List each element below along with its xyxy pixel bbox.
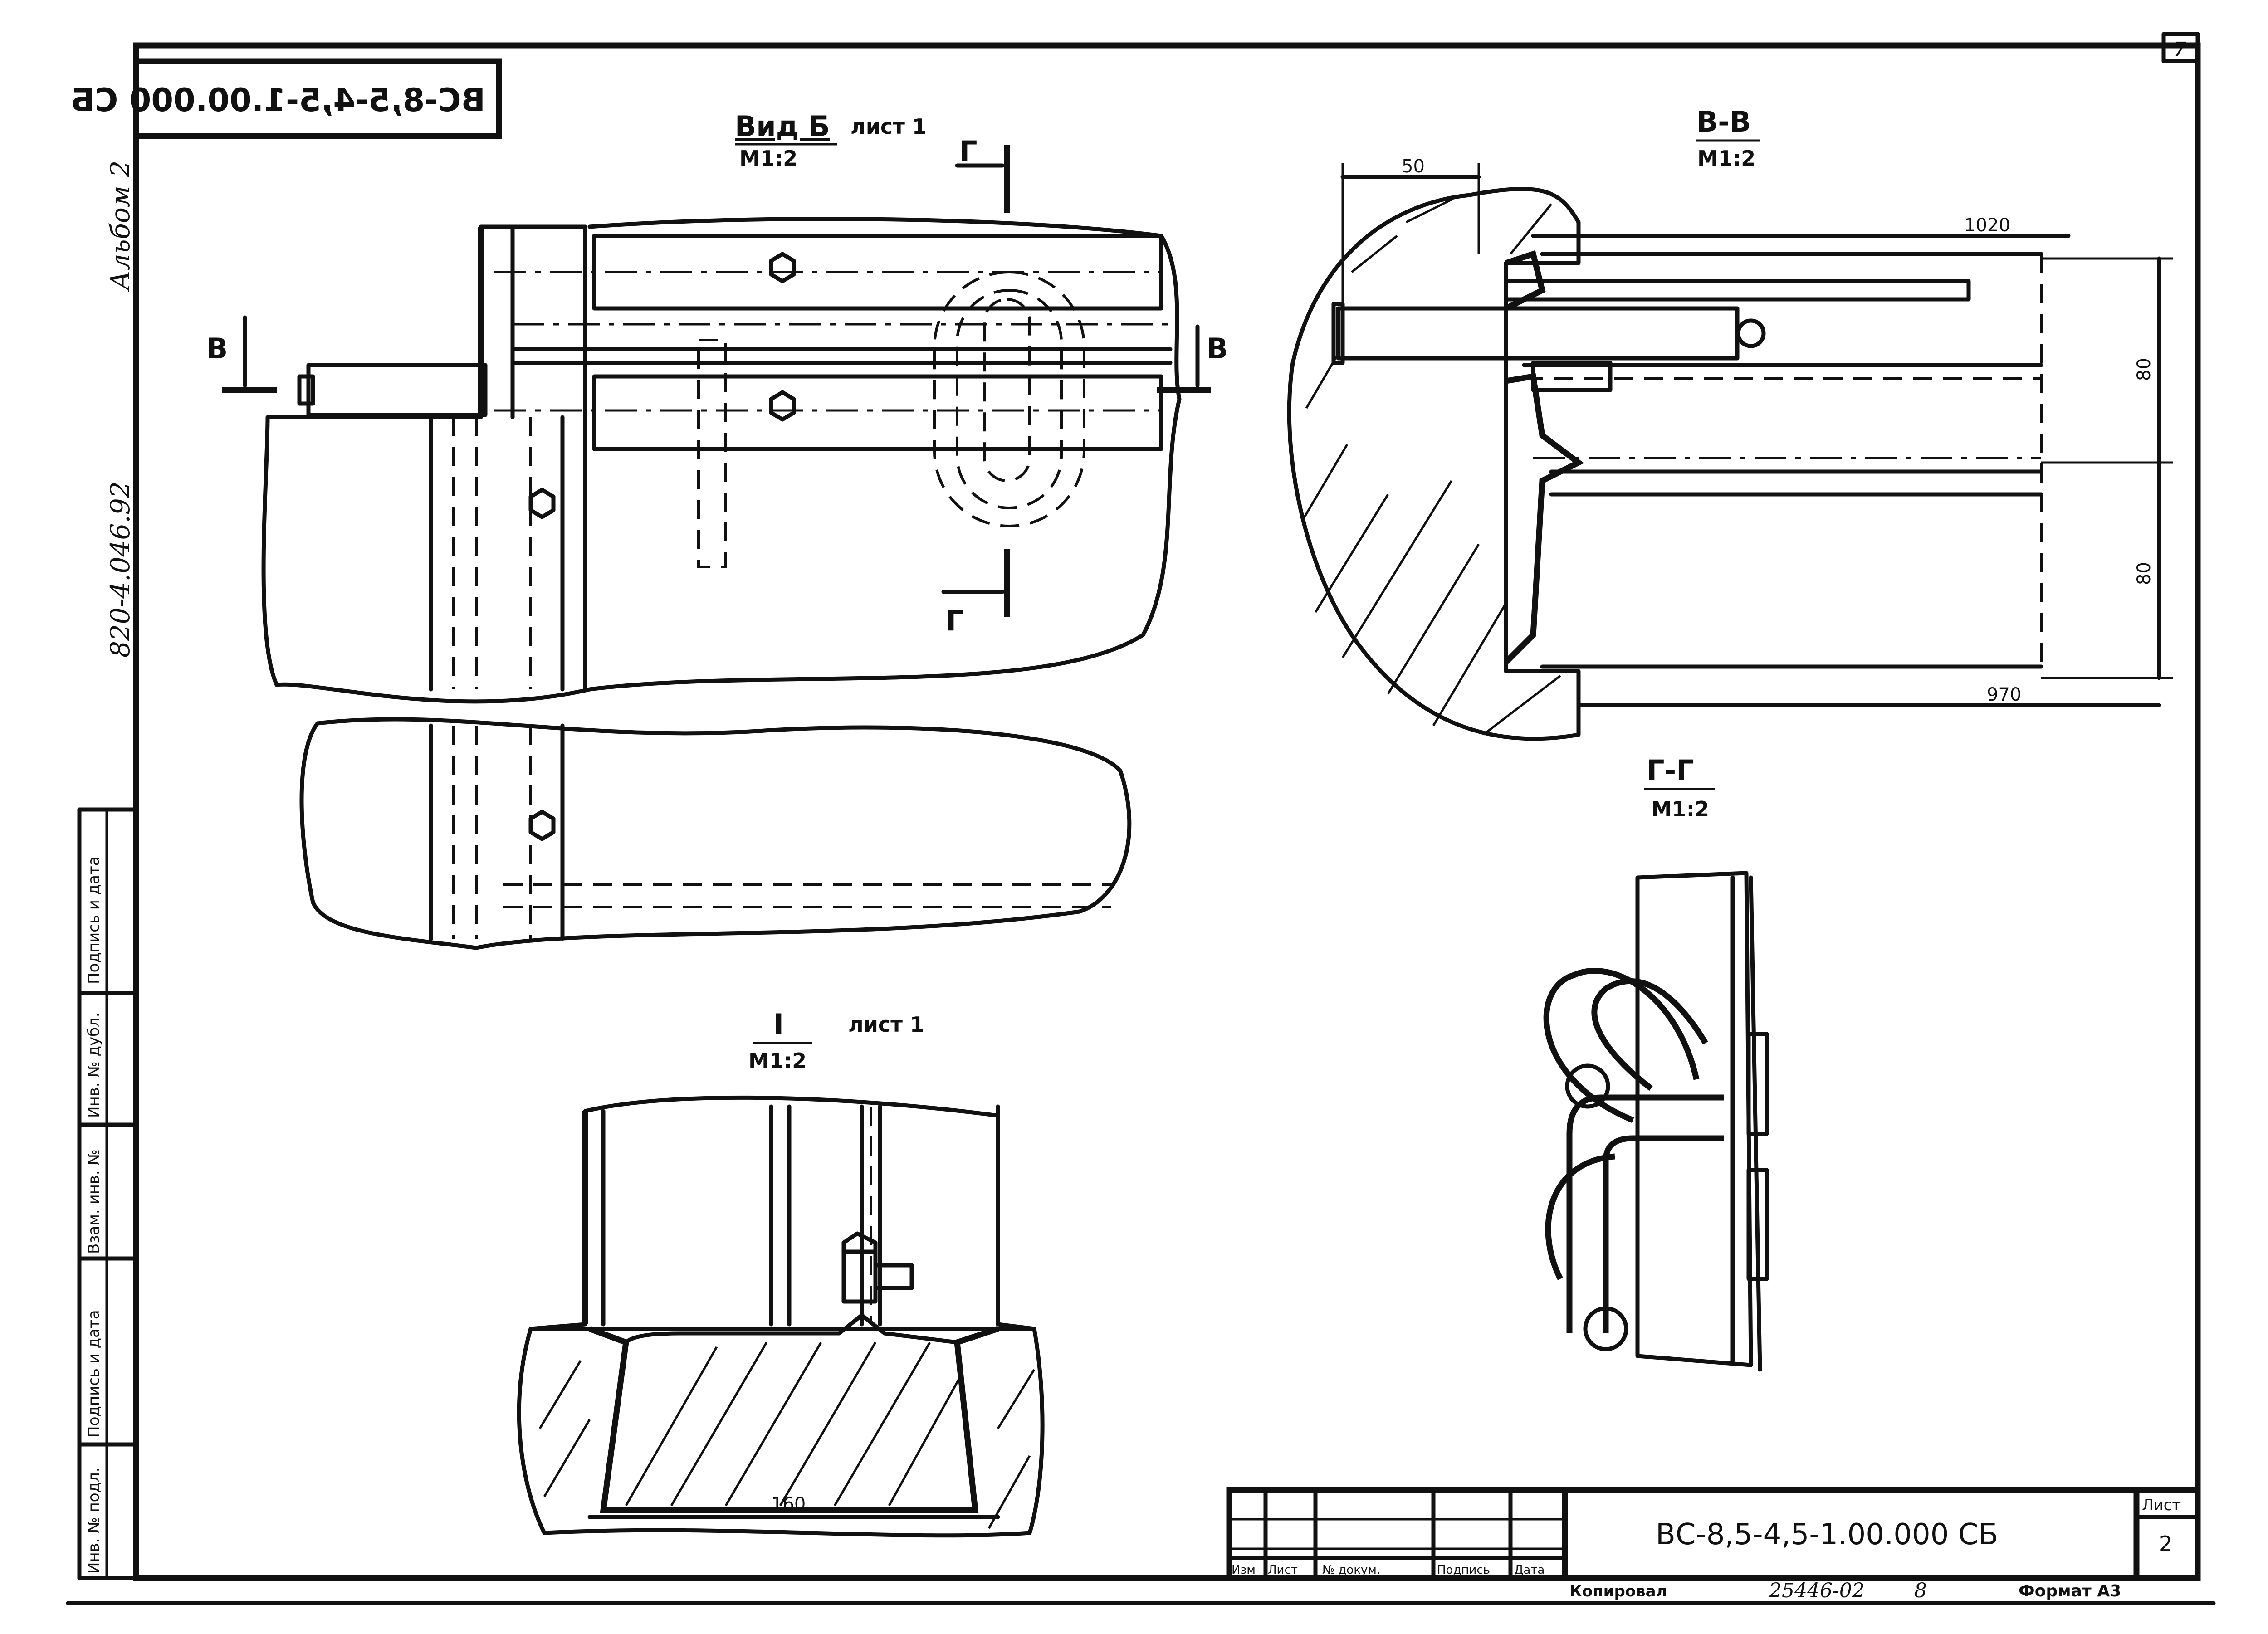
view-b-drawing [261,217,1182,950]
section-gg-drawing [1543,871,1769,1372]
view-b-title: Вид Б [735,110,830,143]
tb-copied-sheet: 8 [1914,1579,1927,1602]
node-i-sheet-ref: лист 1 [848,1012,924,1037]
tb-col-list: Лист [1268,1563,1298,1577]
node-i-drawing [517,1095,1045,1538]
tb-copied-value: 25446-02 [1769,1579,1865,1602]
node-i-title: I [773,1008,784,1041]
tb-sheet-label: Лист [2142,1496,2181,1514]
tb-copied-label: Копировал [1569,1582,1667,1600]
side-stamp [77,807,138,1580]
album-label: Альбом 2 [105,161,136,292]
section-mark-v [222,315,1211,393]
stamp-field-1: Подпись и дата [85,856,103,984]
sheet-corner-number: 7 [2174,38,2186,61]
stamp-field-5: Инв. № подл. [85,1467,103,1574]
section-vv-title: В-В [1696,105,1751,138]
tb-format-label: Формат А3 [2019,1582,2121,1600]
dim-50: 50 [1402,156,1425,177]
tb-designation: ВС-8,5-4,5-1.00.000 СБ [1656,1518,1998,1551]
node-i-scale: М1:2 [748,1049,807,1073]
tb-sheet-number: 2 [2159,1532,2172,1556]
stamp-field-2: Инв. № дубл. [85,1012,103,1118]
dim-80-upper: 80 [2134,358,2155,381]
section-gg-scale: М1:2 [1651,797,1709,821]
sheet-frame [66,32,2216,1605]
tb-col-sign: Подпись [1437,1563,1490,1577]
section-vv-drawing [1287,163,2173,741]
album-number: 820-4.046.92 [105,481,136,658]
dim-160: 160 [771,1494,806,1515]
section-mark-v-right: В [1207,332,1228,365]
cut-mark-g [941,145,1010,617]
dim-80-lower: 80 [2134,562,2155,585]
dim-1020: 1020 [1964,215,2010,236]
stamp-field-4: Подпись и дата [85,1310,103,1438]
stamp-field-3: Взам. инв. № [85,1149,103,1254]
section-mark-v-left: В [206,332,228,365]
title-block [1226,1487,2201,1581]
tb-col-izm: Изм [1232,1563,1256,1577]
view-b-scale: М1:2 [739,146,797,171]
mirrored-code-text: ВС-8,5-4,5-1.00.000 СБ [71,82,485,119]
section-vv-scale: М1:2 [1697,146,1755,171]
tb-col-doc: № докум. [1322,1563,1380,1577]
cut-mark-g-top: Г [959,135,978,168]
dim-970: 970 [1987,684,2021,705]
mirrored-code-box: ВС-8,5-4,5-1.00.000 СБ [71,58,502,139]
view-b-sheet-ref: лист 1 [850,114,927,139]
cut-mark-g-bottom: Г [946,604,964,637]
section-gg-title: Г-Г [1647,754,1694,787]
tb-col-date: Дата [1514,1563,1545,1577]
